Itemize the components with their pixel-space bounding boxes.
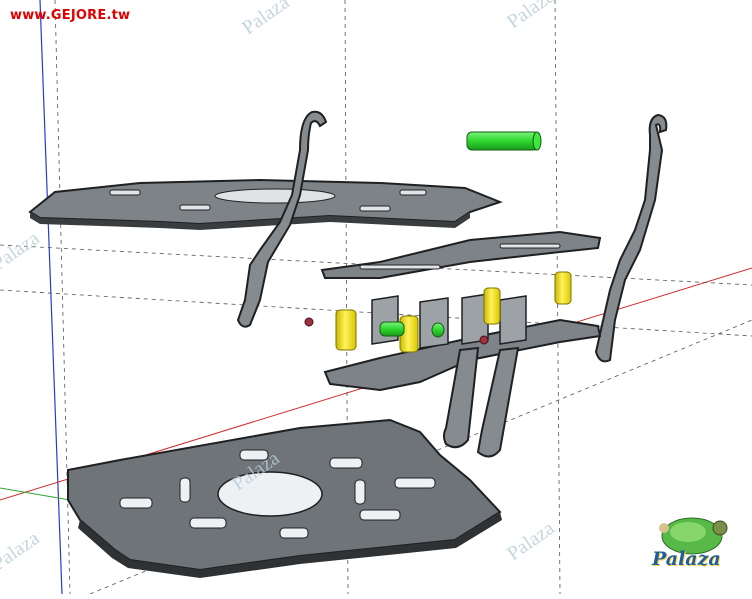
site-label: www.GEJORE.tw [10,8,131,23]
upper-frame-plate[interactable] [28,178,503,230]
green-standoff-top[interactable] [466,131,542,151]
screws [304,317,489,345]
yellow-standoffs[interactable] [335,271,572,353]
upper-mount-plate[interactable] [320,230,602,279]
palaza-logo [659,517,728,555]
camera-forks[interactable] [443,346,520,458]
base-plate[interactable] [67,418,502,578]
left-landing-arm[interactable] [236,110,328,328]
green-spacers[interactable] [379,321,445,338]
right-landing-arm[interactable] [594,113,668,363]
clamp-blocks[interactable] [371,293,527,349]
axis-blue [39,0,63,595]
axis-green [0,487,71,501]
palaza-logo-text: Palaza [652,548,721,570]
